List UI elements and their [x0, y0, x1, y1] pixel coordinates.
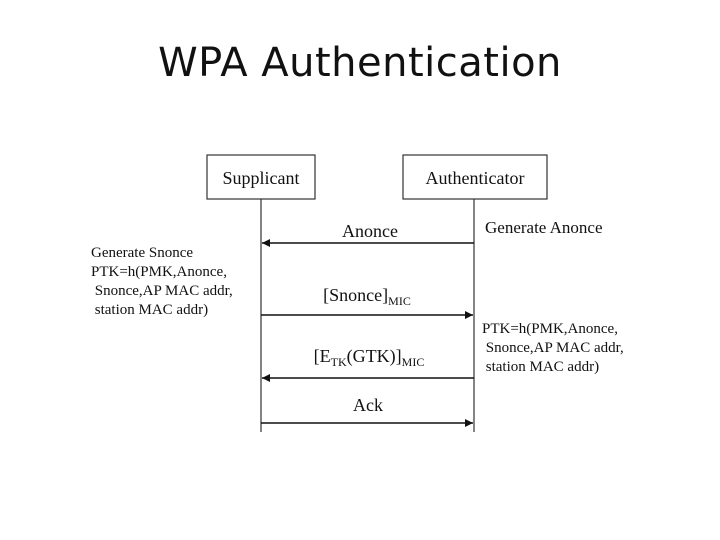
supplicant-note-line: Generate Snonce	[91, 245, 193, 261]
authenticator-ptk-note-line: station MAC addr)	[482, 359, 599, 375]
ack-label: Ack	[353, 395, 383, 415]
authenticator-ptk-note-line: Snonce,AP MAC addr,	[482, 340, 624, 356]
slide-title: WPA Authentication	[158, 40, 562, 86]
supplicant-label: Supplicant	[223, 168, 300, 188]
supplicant-note-line: Snonce,AP MAC addr,	[91, 283, 233, 299]
supplicant-note-line: PTK=h(PMK,Anonce,	[91, 264, 227, 280]
gtk-e: [E	[314, 346, 331, 366]
supplicant-note-line: station MAC addr)	[91, 302, 208, 318]
anonce-label: Anonce	[342, 221, 398, 241]
supplicant-note: Generate Snonce PTK=h(PMK,Anonce, Snonce…	[0, 0, 252, 318]
authenticator-ptk-note: PTK=h(PMK,Anonce, Snonce,AP MAC addr, st…	[482, 321, 624, 375]
authenticator-label: Authenticator	[426, 168, 525, 188]
authenticator-box	[402, 154, 548, 200]
snonce-subscript: MIC	[388, 294, 411, 308]
supplicant-box	[206, 154, 316, 200]
snonce-main: [Snonce]	[323, 285, 388, 305]
authenticator-ptk-note-line: PTK=h(PMK,Anonce,	[482, 321, 618, 337]
snonce-label: [Snonce]MIC	[323, 285, 411, 308]
gtk-tk-subscript: TK	[331, 355, 347, 369]
gtk-label: [ETK(GTK)]MIC	[314, 346, 425, 369]
gtk-mic-subscript: MIC	[402, 355, 425, 369]
authenticator-generate-note: Generate Anonce	[485, 218, 603, 237]
gtk-mid: (GTK)]	[347, 346, 402, 367]
